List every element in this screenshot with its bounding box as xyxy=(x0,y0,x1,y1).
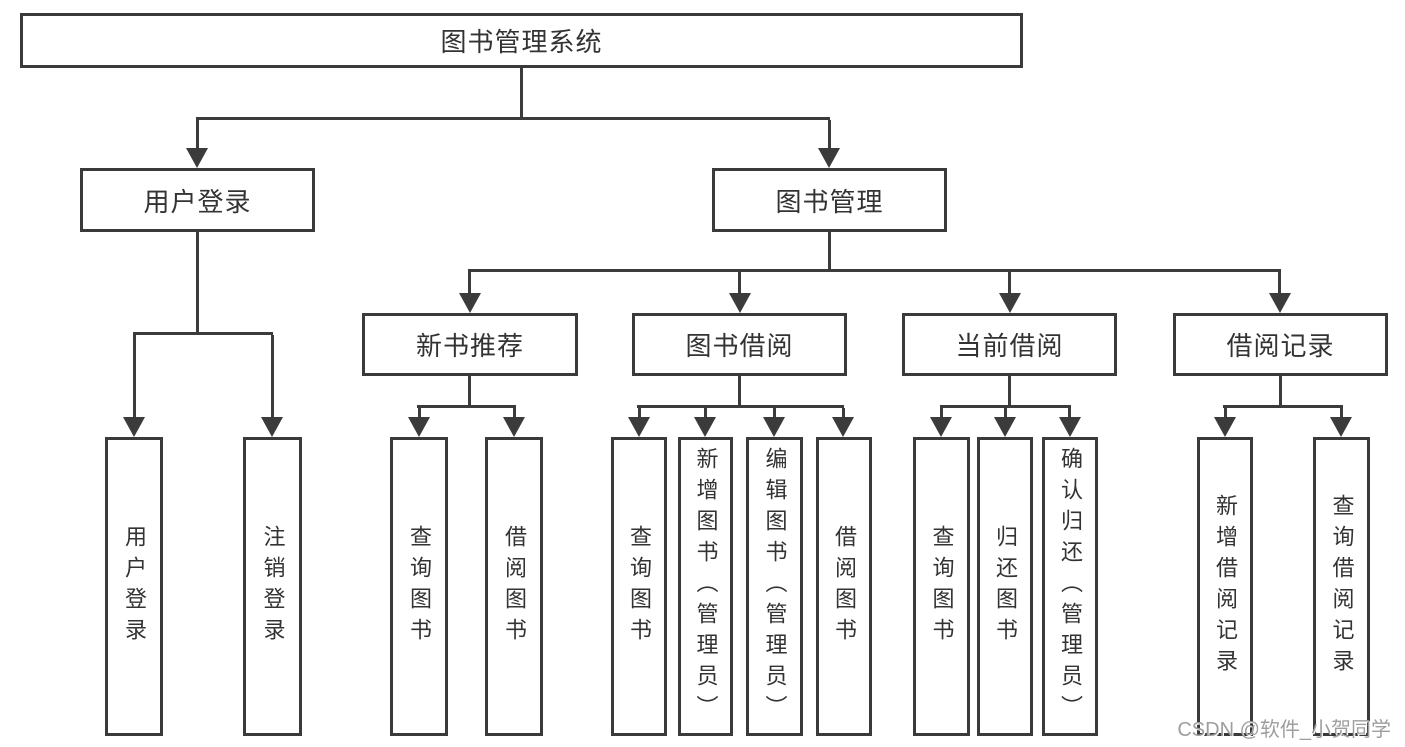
connector-user-login-stem xyxy=(196,232,199,332)
connector-drop xyxy=(773,408,776,417)
connector-current-borrow-branch xyxy=(940,405,1071,408)
connector-drop xyxy=(133,335,136,417)
leaf-label: 新增图书（管理员） xyxy=(693,447,719,726)
connector-book-mgmt-stem xyxy=(828,232,831,269)
arrow-down-icon xyxy=(994,417,1016,437)
arrow-down-icon xyxy=(123,417,145,437)
leaf-label: 查询图书 xyxy=(407,524,432,649)
connector-drop xyxy=(271,335,274,417)
csdn-watermark: CSDN @软件_小贺同学 xyxy=(1177,719,1391,741)
arrow-down-icon xyxy=(1214,417,1236,437)
arrow-down-icon xyxy=(459,293,481,313)
leaf-label: 用户登录 xyxy=(122,524,147,649)
leaf-user-login: 用户登录 xyxy=(105,437,163,736)
connector-new-rec-stem xyxy=(468,376,471,405)
leaf-edit-book-admin: 编辑图书（管理员） xyxy=(746,437,803,736)
arrow-down-icon xyxy=(818,148,840,168)
connector-drop xyxy=(1278,272,1281,293)
node-borrow-records: 借阅记录 xyxy=(1173,313,1388,376)
connector-drop xyxy=(468,272,471,293)
node-book-borrow: 图书借阅 xyxy=(632,313,847,376)
connector-book-borrow-stem xyxy=(738,376,741,405)
connector-borrow-records-branch xyxy=(1223,405,1343,408)
node-library-system-root: 图书管理系统 xyxy=(20,13,1023,68)
connector-drop xyxy=(738,272,741,293)
connector-book-mgmt-branch xyxy=(468,269,1281,272)
arrow-down-icon xyxy=(1330,417,1352,437)
connector-current-borrow-stem xyxy=(1008,376,1011,405)
arrow-down-icon xyxy=(628,417,650,437)
node-label: 新书推荐 xyxy=(415,331,524,361)
connector-drop xyxy=(196,120,199,148)
leaf-return-book: 归还图书 xyxy=(977,437,1033,736)
leaf-label: 查询图书 xyxy=(929,524,955,649)
leaf-current-query-book: 查询图书 xyxy=(913,437,970,736)
arrow-down-icon xyxy=(1269,293,1291,313)
leaf-label: 查询借阅记录 xyxy=(1329,493,1355,680)
arrow-down-icon xyxy=(1059,417,1081,437)
connector-drop xyxy=(1068,408,1071,417)
leaf-newrec-borrow-book: 借阅图书 xyxy=(485,437,543,736)
connector-user-login-branch xyxy=(133,332,273,335)
connector-book-borrow-branch xyxy=(637,405,844,408)
connector-drop xyxy=(638,408,641,417)
arrow-down-icon xyxy=(408,417,430,437)
node-label: 图书借阅 xyxy=(685,331,794,361)
node-label: 当前借阅 xyxy=(955,331,1064,361)
node-current-borrow: 当前借阅 xyxy=(902,313,1117,376)
connector-drop xyxy=(704,408,707,417)
arrow-down-icon xyxy=(999,293,1021,313)
node-book-management: 图书管理 xyxy=(712,168,947,232)
arrow-down-icon xyxy=(930,417,952,437)
connector-drop xyxy=(1008,272,1011,293)
connector-drop xyxy=(1224,408,1227,417)
connector-drop xyxy=(513,408,516,417)
node-label: 借阅记录 xyxy=(1226,331,1335,361)
leaf-add-book-admin: 新增图书（管理员） xyxy=(678,437,733,736)
connector-drop xyxy=(828,120,831,148)
leaf-query-borrow-record: 查询借阅记录 xyxy=(1313,437,1370,736)
leaf-newrec-query-book: 查询图书 xyxy=(390,437,448,736)
leaf-label: 注销登录 xyxy=(260,524,286,649)
connector-drop xyxy=(1004,408,1007,417)
connector-borrow-records-stem xyxy=(1279,376,1282,405)
leaf-label: 归还图书 xyxy=(993,524,1018,649)
node-label: 图书管理系统 xyxy=(440,27,603,57)
node-user-login: 用户登录 xyxy=(80,168,315,232)
connector-root-stem xyxy=(520,68,523,117)
leaf-borrow-book: 借阅图书 xyxy=(816,437,872,736)
arrow-down-icon xyxy=(503,417,525,437)
leaf-borrow-query-book: 查询图书 xyxy=(611,437,667,736)
arrow-down-icon xyxy=(186,148,208,168)
arrow-down-icon xyxy=(694,417,716,437)
leaf-label: 查询图书 xyxy=(627,524,652,649)
leaf-label: 借阅图书 xyxy=(832,524,857,649)
connector-drop xyxy=(1340,408,1343,417)
leaf-add-borrow-record: 新增借阅记录 xyxy=(1197,437,1253,736)
node-label: 用户登录 xyxy=(143,186,252,217)
leaf-confirm-return-admin: 确认归还（管理员） xyxy=(1042,437,1098,736)
connector-drop xyxy=(418,408,421,417)
arrow-down-icon xyxy=(832,417,854,437)
node-label: 图书管理 xyxy=(775,186,884,217)
leaf-logout: 注销登录 xyxy=(243,437,302,736)
connector-root-branch xyxy=(196,117,830,120)
leaf-label: 借阅图书 xyxy=(502,524,527,649)
leaf-label: 新增借阅记录 xyxy=(1213,493,1238,680)
leaf-label: 确认归还（管理员） xyxy=(1058,447,1083,726)
connector-drop xyxy=(842,408,845,417)
connector-new-rec-branch xyxy=(417,405,516,408)
arrow-down-icon xyxy=(729,293,751,313)
arrow-down-icon xyxy=(261,417,283,437)
arrow-down-icon xyxy=(763,417,785,437)
node-new-book-recommend: 新书推荐 xyxy=(362,313,578,376)
leaf-label: 编辑图书（管理员） xyxy=(762,447,788,726)
connector-drop xyxy=(940,408,943,417)
